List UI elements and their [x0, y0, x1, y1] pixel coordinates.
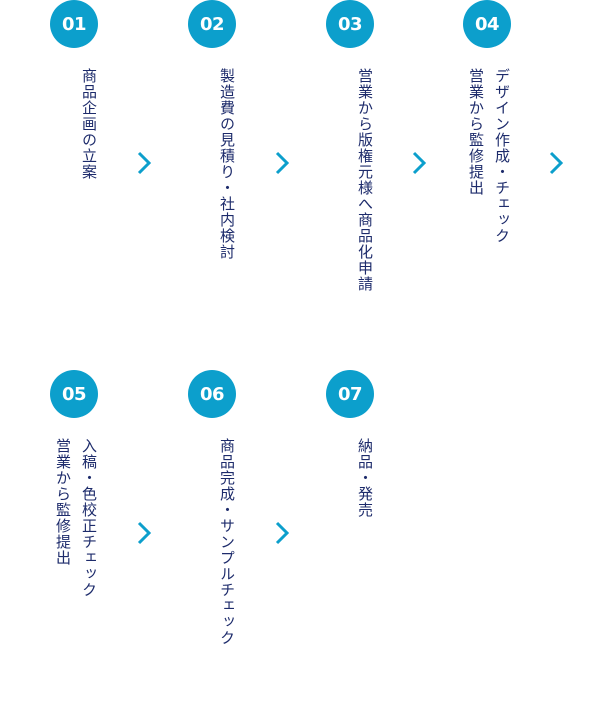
- step-label: 営業から版権元様へ商品化申請: [352, 68, 378, 328]
- step-number-badge: 01: [50, 0, 98, 48]
- step-number-badge: 06: [188, 370, 236, 418]
- step-number-badge: 04: [463, 0, 511, 48]
- step-label: 納品・発売: [352, 438, 378, 698]
- step-label-line: デザイン作成・チェック: [493, 68, 511, 244]
- step-label-line: 営業から版権元様へ商品化申請: [356, 68, 374, 292]
- chevron-right-icon: [275, 151, 290, 175]
- step-number-badge: 05: [50, 370, 98, 418]
- step-label-line: 商品企画の立案: [80, 68, 98, 180]
- chevron-right-icon: [412, 151, 427, 175]
- step-number-badge: 02: [188, 0, 236, 48]
- step-label-line: 商品完成・サンプルチェック: [218, 438, 236, 646]
- step-label: 商品企画の立案: [76, 68, 102, 328]
- step-label: デザイン作成・チェック 営業から監修提出: [463, 68, 515, 328]
- chevron-right-icon: [137, 521, 152, 545]
- chevron-right-icon: [275, 521, 290, 545]
- step-label: 商品完成・サンプルチェック: [214, 438, 240, 698]
- chevron-right-icon: [549, 151, 564, 175]
- step-label-line: 製造費の見積り・社内検討: [218, 68, 236, 260]
- step-label-line: 営業から監修提出: [54, 438, 72, 566]
- step-number-badge: 07: [326, 370, 374, 418]
- step-label-line: 納品・発売: [356, 438, 374, 518]
- step-label: 製造費の見積り・社内検討: [214, 68, 240, 328]
- step-label: 入稿・色校正チェック 営業から監修提出: [50, 438, 102, 698]
- step-label-line: 営業から監修提出: [467, 68, 485, 196]
- step-number-badge: 03: [326, 0, 374, 48]
- chevron-right-icon: [137, 151, 152, 175]
- step-label-line: 入稿・色校正チェック: [80, 438, 98, 598]
